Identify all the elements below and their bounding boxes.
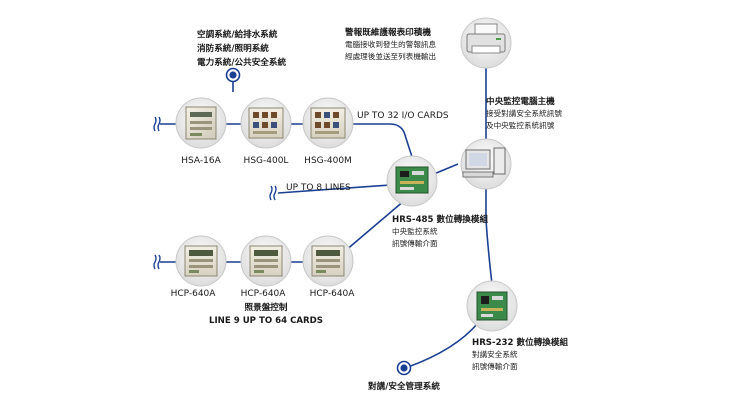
hrs232-title: HRS-232 數位轉換模組 — [472, 336, 568, 348]
central-pc-desc2: 及中央監控系統訊號 — [486, 120, 555, 130]
hrs485-module: HRS-485 數位轉換模組 中央監控系統 訊號傳輸介面 — [386, 155, 488, 248]
card-label: HCP-640A — [241, 289, 287, 299]
hrs485-desc1: 中央監控系統 — [392, 226, 438, 236]
top-systems-line3: 電力系統/公共安全系統 — [197, 56, 286, 68]
hrs485-title: HRS-485 數位轉換模組 — [392, 213, 488, 225]
top-systems-node-icon — [225, 67, 241, 83]
hrs232-desc1: 對講安全系統 — [472, 349, 518, 359]
intercom-node-icon — [396, 360, 412, 376]
top-systems-group: 空調系統/給排水系統 消防系統/照明系統 電力系統/公共安全系統 — [197, 28, 286, 83]
card-hsg-400m: HSG-400M — [302, 97, 354, 166]
card-label: HSG-400L — [244, 156, 289, 166]
printer-group: 警報既維護報表印積機 電腦接收到發生的警報訊息 經處理後並送至列表機輸出 — [345, 17, 512, 69]
central-pc-desc1: 接受對講安全系統訊號 — [486, 108, 562, 118]
central-pc-group: 中央監控電腦主機 接受對講安全系統訊號 及中央監控系統訊號 — [460, 95, 562, 190]
break-mark-middle — [269, 185, 277, 201]
intercom-label: 對講/安全管理系統 — [368, 380, 440, 392]
intercom-group: 對講/安全管理系統 — [368, 360, 440, 392]
printer-desc2: 經處理後並送至列表機輸出 — [345, 51, 436, 61]
io-cards-note: UP TO 32 I/O CARDS — [357, 111, 449, 121]
central-pc-title: 中央監控電腦主機 — [486, 95, 555, 107]
lighting-title: 照景盤控制 — [245, 301, 288, 313]
card-label: HSG-400M — [304, 156, 352, 166]
card-hcp-640a-3: HCP-640A — [302, 235, 356, 299]
card-label: HCP-640A — [171, 289, 217, 299]
printer-desc1: 電腦接收到發生的警報訊息 — [345, 39, 437, 49]
computer-icon — [462, 147, 506, 178]
lines-note: UP TO 8 LINES — [286, 183, 351, 193]
card-hcp-640a-2: HCP-640A — [240, 235, 292, 299]
top-systems-line2: 消防系統/照明系統 — [197, 42, 269, 54]
lighting-subtitle: LINE 9 UP TO 64 CARDS — [209, 316, 323, 326]
card-label: HSA-16A — [181, 156, 221, 166]
printer-icon — [466, 23, 506, 54]
connection-lines — [160, 68, 493, 368]
hrs485-desc2: 訊號傳輸介面 — [392, 238, 438, 248]
card-hsg-400l: HSG-400L — [240, 97, 292, 166]
line-break-marks — [153, 116, 277, 270]
break-mark-bottom-left — [153, 254, 161, 270]
printer-title: 警報既維護報表印積機 — [345, 26, 431, 38]
hrs232-desc2: 訊號傳輸介面 — [472, 361, 518, 371]
card-hcp-640a-1: HCP-640A — [171, 235, 227, 299]
card-hsa-16a: HSA-16A — [175, 97, 227, 166]
top-systems-line1: 空調系統/給排水系統 — [197, 28, 278, 40]
break-mark-top-left — [153, 116, 161, 132]
hrs232-module: HRS-232 數位轉換模組 對講安全系統 訊號傳輸介面 — [466, 280, 568, 371]
card-label: HCP-640A — [310, 289, 356, 299]
